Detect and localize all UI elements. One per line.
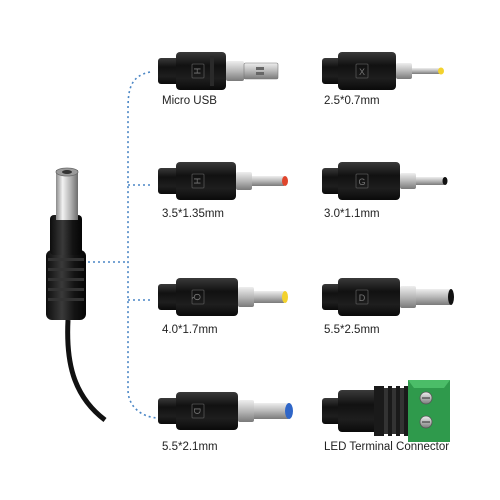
adapter-2-5x0-7: X <box>322 52 444 90</box>
cable <box>65 319 107 422</box>
label-5-5x2-1: 5.5*2.1mm <box>162 441 218 453</box>
adapter-led-terminal <box>322 380 450 442</box>
dc-plug <box>46 167 107 422</box>
adapter-3-0x1-1: G <box>322 162 448 200</box>
svg-text:G: G <box>358 177 365 187</box>
plug-body <box>50 215 82 255</box>
connector-lines <box>88 71 161 419</box>
adapter-micro-usb: H <box>158 52 279 90</box>
label-2-5x0-7: 2.5*0.7mm <box>324 95 380 107</box>
label-led-terminal: LED Terminal Connector <box>324 441 450 453</box>
adapter-5-5x2-5: D <box>322 278 454 316</box>
label-3-0x1-1: 3.0*1.1mm <box>324 208 380 220</box>
svg-text:D: D <box>359 293 366 303</box>
terminal-block <box>408 380 450 442</box>
svg-text:H: H <box>192 68 202 75</box>
plug-barrel <box>56 170 78 220</box>
svg-text:X: X <box>359 67 365 77</box>
plug-strain-relief <box>46 250 86 320</box>
svg-text:H: H <box>192 178 202 185</box>
adapter-3-5x1-35: H <box>158 162 288 200</box>
adapter-4-0x1-7: Q <box>158 278 288 316</box>
label-micro-usb: Micro USB <box>162 95 217 107</box>
label-5-5x2-5: 5.5*2.5mm <box>324 324 380 336</box>
label-4-0x1-7: 4.0*1.7mm <box>162 324 218 336</box>
svg-text:Q: Q <box>192 293 202 300</box>
label-3-5x1-35: 3.5*1.35mm <box>162 208 225 220</box>
svg-text:D: D <box>192 408 202 415</box>
adapter-5-5x2-1: D <box>158 392 293 430</box>
